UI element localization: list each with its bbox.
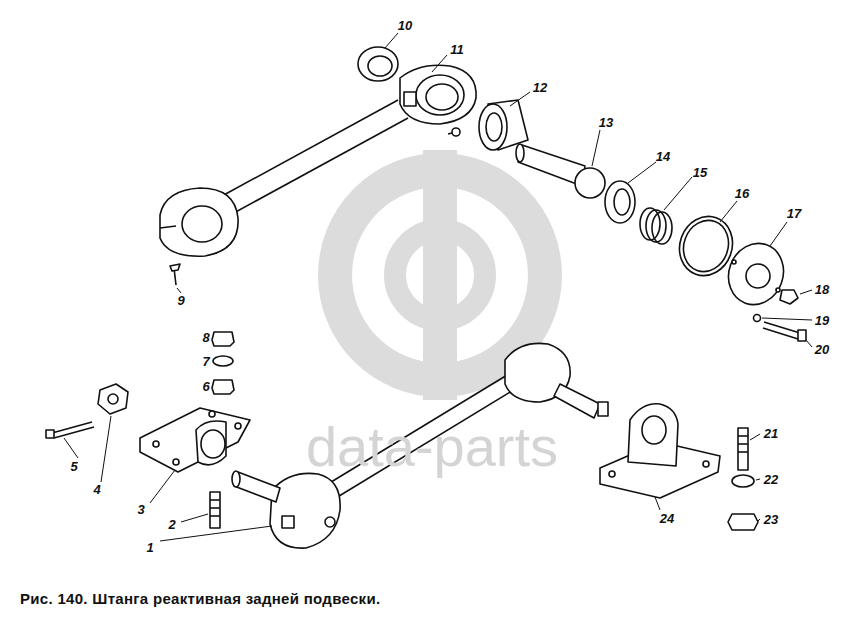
leader-lines [64,33,812,541]
nut [728,514,758,530]
nut [212,332,234,346]
spring [640,208,672,244]
ring [358,47,398,81]
callout-number: 8 [202,331,209,344]
callout-number: 18 [815,283,829,296]
callout-number: 2 [168,518,175,531]
bracket [140,408,250,472]
nut [212,380,234,394]
ball-pin [516,144,605,198]
lower-rod [232,343,608,548]
nut-hole [108,394,118,404]
bracket [600,404,720,498]
upper-rod [160,65,476,285]
callout-number: 11 [450,43,464,56]
callout-number: 19 [815,314,829,327]
stud [738,428,748,470]
callout-number: 4 [93,483,100,496]
stud [210,492,220,528]
callout-number: 10 [398,19,412,32]
callout-number: 6 [202,380,209,393]
callout-number: 21 [764,427,778,440]
callout-number: 14 [656,150,670,163]
callout-number: 7 [202,355,209,368]
watermark: data-parts [306,419,558,475]
washer [754,315,761,322]
callout-number: 16 [735,187,749,200]
washer [213,356,233,366]
washer [732,475,754,487]
nut [98,384,128,414]
callout-number: 22 [764,473,778,486]
callout-number: 15 [693,166,707,179]
callout-number: 13 [599,116,613,129]
ring [605,181,635,223]
figure-caption: Рис. 140. Штанга реактивная задней подве… [20,590,380,607]
callout-number: 3 [137,503,144,516]
callout-number: 23 [764,513,778,526]
callout-number: 9 [177,294,184,307]
grease-nipple [780,290,798,304]
callout-number: 17 [787,207,801,220]
callout-number: 24 [660,512,674,525]
bolt [46,422,94,438]
callout-number: 12 [533,81,547,94]
bolt [763,322,806,341]
callout-number: 5 [70,460,77,473]
callout-number: 1 [146,541,153,554]
bushing [479,100,528,150]
callout-number: 20 [815,343,829,356]
